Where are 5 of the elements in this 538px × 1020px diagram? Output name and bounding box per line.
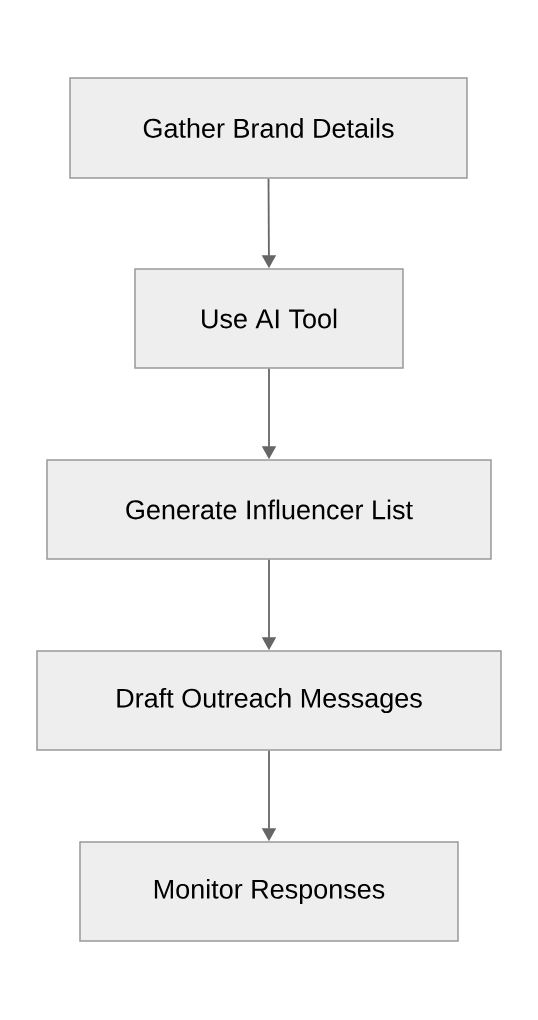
- process-box: Monitor Responses: [79, 841, 459, 942]
- process-box: Gather Brand Details: [69, 77, 468, 179]
- process-box: Draft Outreach Messages: [36, 650, 502, 751]
- process-box: Generate Influencer List: [46, 459, 492, 560]
- process-box: Use AI Tool: [134, 268, 404, 369]
